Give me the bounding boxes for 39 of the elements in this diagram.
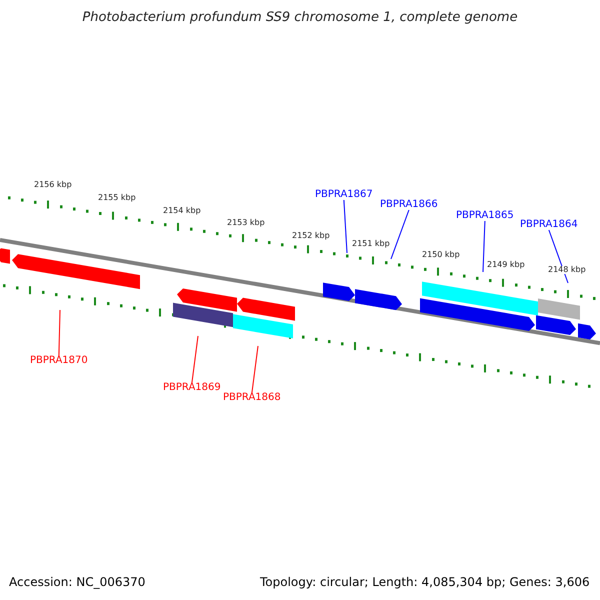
gene-label: PBPRA1869 [163,383,221,393]
gene-label: PBPRA1870 [30,356,88,366]
footer-text: Accession: NC_006370 [9,576,146,588]
gene-feature [12,254,140,290]
leader-line [58,310,60,356]
scale-label: 2155 kbp [98,194,136,202]
gene-feature [536,315,576,335]
gene-bar [422,282,538,316]
gene-feature [578,323,596,340]
scale-label: 2149 kbp [487,261,525,269]
leader-line [191,336,198,384]
gene-label: PBPRA1865 [456,211,514,221]
gene-label: PBPRA1866 [380,200,438,210]
leader-line [548,230,568,284]
leader-line [390,210,410,260]
gene-feature [237,298,295,321]
scale-label: 2154 kbp [163,207,201,215]
gene-bar [233,314,293,338]
scale-label: 2152 kbp [292,232,330,240]
gene-feature [0,248,10,264]
scale-label: 2151 kbp [352,240,390,248]
gene-label: PBPRA1868 [223,393,281,403]
gene-label: PBPRA1867 [315,190,373,200]
gene-bar [173,302,233,328]
scale-label: 2153 kbp [227,219,265,227]
leader-line [482,220,486,272]
title: Photobacterium profundum SS9 chromosome 1, complete genome [81,11,519,24]
footer-text: Topology: circular; Length: 4,085,304 bp; Genes: 3,606 [260,576,590,588]
scale-label: 2148 kbp [548,266,586,274]
scale-label: 2156 kbp [34,181,72,189]
gene-feature [177,288,237,312]
gene-feature [323,282,355,301]
gene-feature [420,298,535,331]
leader-line [251,346,258,394]
gene-bar [538,298,580,320]
leader-line [343,200,348,254]
gene-label: PBPRA1864 [520,220,578,230]
scale-label: 2150 kbp [422,251,460,259]
gene-feature [355,289,402,310]
